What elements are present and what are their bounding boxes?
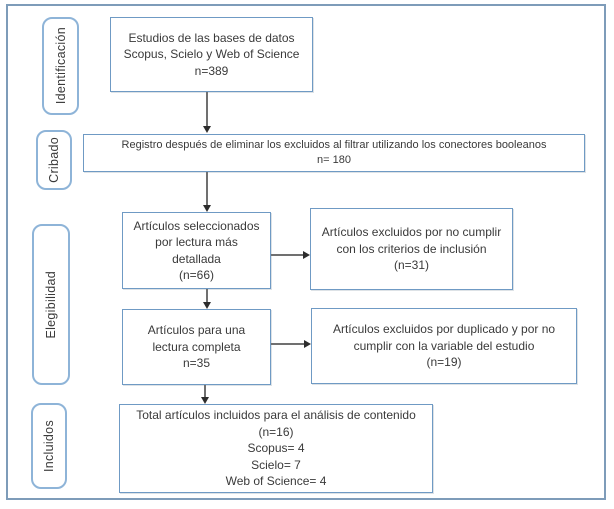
stage-label-elegibilidad-text: Elegibilidad (44, 270, 58, 339)
arrow-selected-to-full-reading-head-icon (202, 302, 211, 309)
flow-box-identification: Estudios de las bases de datos Scopus, S… (110, 17, 313, 92)
stage-label-identificacion-text: Identificación (53, 27, 68, 105)
flow-box-selected-detailed: Artículos seleccionados por lectura más … (122, 212, 271, 289)
arrow-full-reading-to-included-head-icon (200, 397, 209, 404)
stage-label-cribado: Cribado (36, 130, 72, 190)
arrow-selected-to-full-reading-shaft (206, 289, 208, 303)
flow-box-excluded-criteria: Artículos excluidos por no cumplir con l… (310, 208, 513, 290)
stage-label-elegibilidad: Elegibilidad (32, 224, 70, 385)
arrow-full-reading-to-included-shaft (204, 385, 206, 398)
arrow-selected-to-excluded-criteria-shaft (271, 254, 304, 256)
flow-box-included-total: Total artículos incluidos para el anális… (119, 404, 433, 493)
stage-label-identificacion: Identificación (42, 17, 79, 115)
flow-box-screening: Registro después de eliminar los excluid… (83, 134, 585, 172)
arrow-identification-to-screening-shaft (206, 92, 208, 127)
arrow-identification-to-screening-head-icon (202, 126, 211, 133)
stage-label-incluidos-text: Incluidos (42, 419, 56, 473)
flow-box-full-reading: Artículos para una lectura completa n=35 (122, 309, 271, 385)
flow-box-excluded-duplicates: Artículos excluidos por duplicado y por … (311, 308, 577, 384)
arrow-full-reading-to-excluded-duplicates-shaft (271, 343, 305, 345)
stage-label-cribado-text: Cribado (47, 137, 61, 183)
arrow-full-reading-to-excluded-duplicates-head-icon (304, 340, 311, 348)
arrow-screening-to-selected-head-icon (202, 205, 211, 212)
stage-label-incluidos: Incluidos (31, 403, 67, 489)
diagram-outer-frame (6, 4, 606, 500)
arrow-selected-to-excluded-criteria-head-icon (303, 251, 310, 259)
arrow-screening-to-selected-shaft (206, 172, 208, 206)
